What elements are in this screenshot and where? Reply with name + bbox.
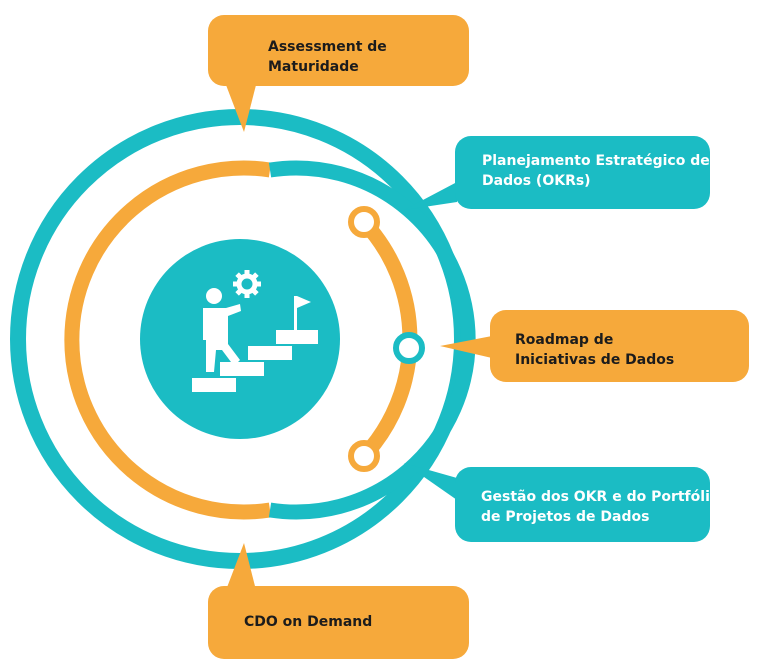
middle-ring-orange-arc bbox=[64, 160, 272, 520]
callout-gestao-line-1: Gestão dos OKR e do Portfólio bbox=[481, 489, 720, 505]
callout-gestao-line-2: de Projetos de Dados bbox=[481, 509, 650, 525]
callout-roadmap-line-1: Roadmap de bbox=[515, 332, 614, 348]
callout-planejamento-line-2: Dados (OKRs) bbox=[482, 173, 591, 189]
callout-assessment-line-2: Maturidade bbox=[268, 59, 359, 75]
callout-gestao-label: Gestão dos OKR e do Portfólio de Projeto… bbox=[481, 487, 720, 527]
callout-gestao bbox=[404, 463, 710, 542]
callout-assessment-line-1: Assessment de bbox=[268, 39, 387, 55]
stairs-goal-icon bbox=[192, 288, 318, 392]
callout-roadmap-line-2: Iniciativas de Dados bbox=[515, 352, 675, 368]
callout-cdo-line-1: CDO on Demand bbox=[244, 614, 373, 630]
callout-planejamento-line-1: Planejamento Estratégico de bbox=[482, 153, 710, 169]
callout-roadmap-label: Roadmap de Iniciativas de Dados bbox=[515, 330, 674, 370]
callout-planejamento bbox=[404, 136, 710, 210]
callout-assessment-label: Assessment de Maturidade bbox=[268, 37, 387, 77]
node-lower bbox=[348, 440, 380, 472]
middle-ring-teal-arc bbox=[268, 160, 476, 520]
callout-cdo bbox=[208, 543, 469, 659]
center-disk bbox=[140, 239, 340, 439]
gear-icon bbox=[233, 270, 261, 298]
callout-planejamento-label: Planejamento Estratégico de Dados (OKRs) bbox=[482, 151, 710, 191]
node-middle bbox=[393, 332, 425, 364]
callout-cdo-label: CDO on Demand bbox=[244, 612, 372, 632]
callout-roadmap bbox=[440, 310, 749, 382]
callout-assessment bbox=[208, 15, 469, 132]
node-upper bbox=[348, 206, 380, 238]
